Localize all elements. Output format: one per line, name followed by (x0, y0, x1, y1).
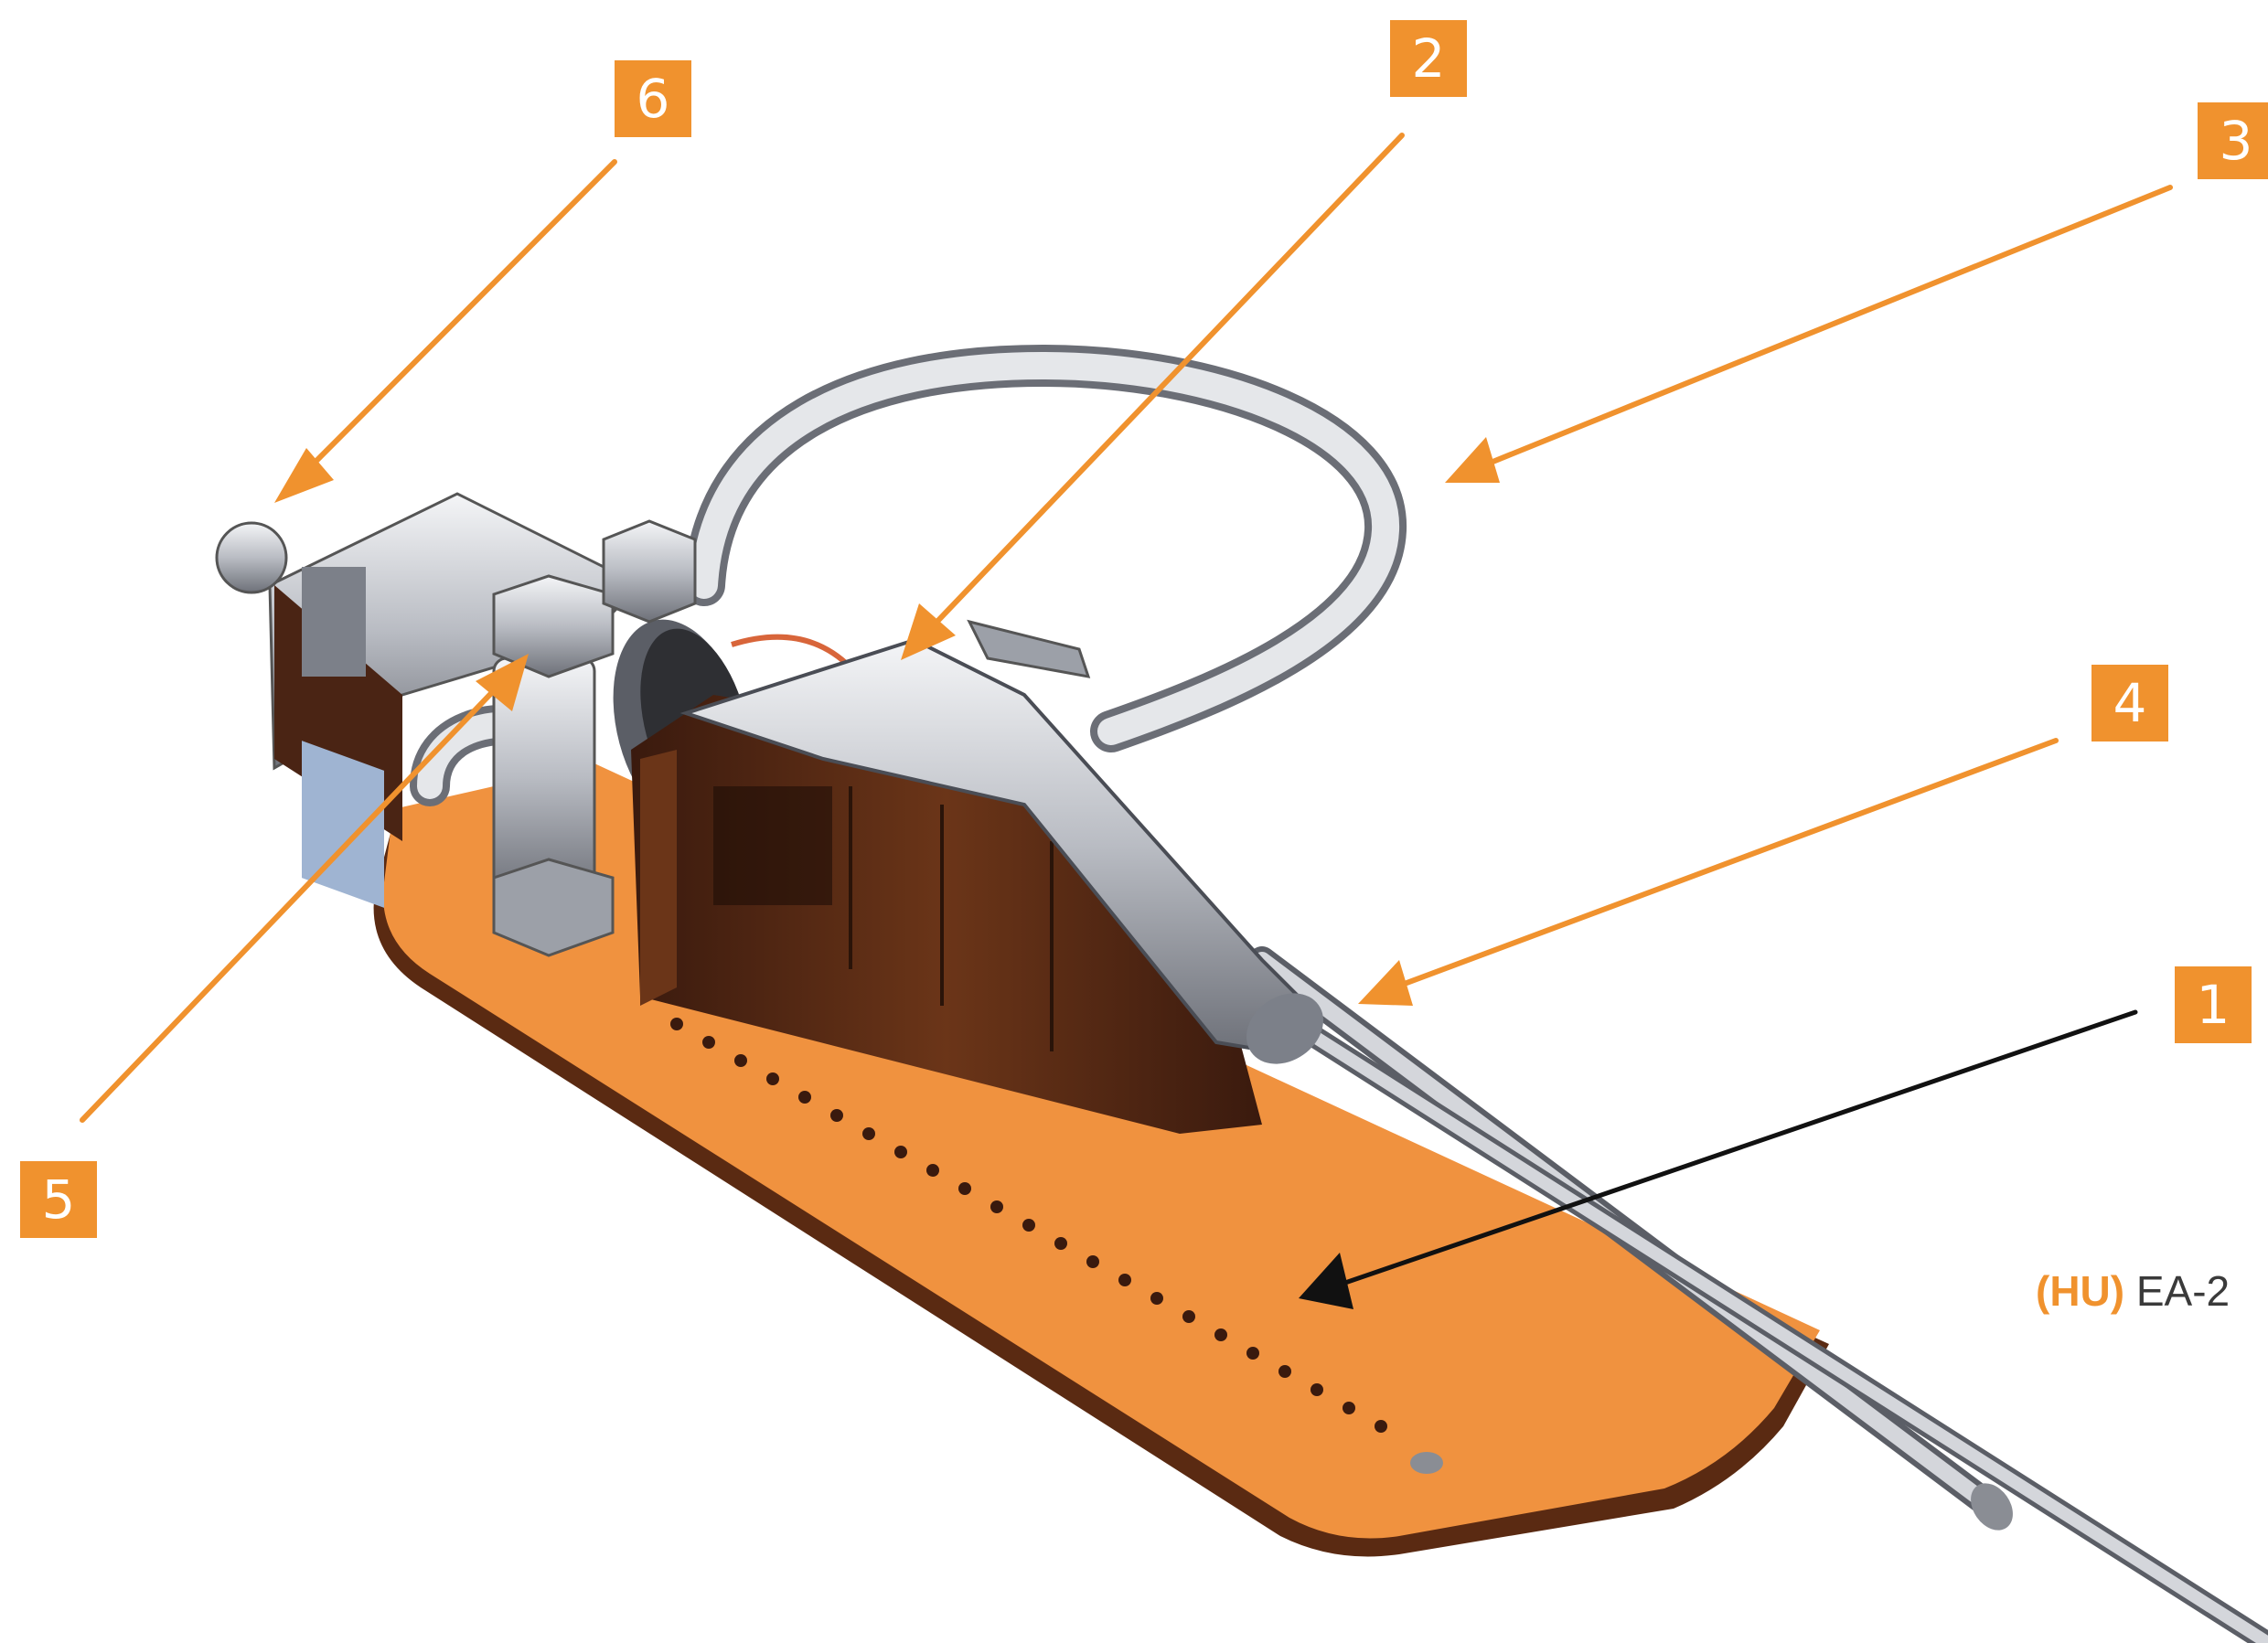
leader-lines (80, 133, 2173, 1309)
callout-6: 6 (615, 60, 691, 137)
leader-4 (1392, 738, 2059, 990)
upper-clip (602, 519, 697, 624)
caption: (HU) EA-2 (2036, 1266, 2230, 1316)
leader-1 (1337, 1009, 2138, 1287)
anchor-body (631, 695, 1262, 1134)
leader-2 (925, 133, 1405, 634)
plate-holes (670, 1018, 1443, 1474)
caption-text: EA-2 (2124, 1267, 2231, 1315)
caption-language: (HU) (2036, 1267, 2125, 1315)
callout-1: 1 (2175, 966, 2252, 1043)
callout-4: 4 (2091, 665, 2168, 741)
cables (1248, 946, 2268, 1643)
wedge-sleeve (679, 619, 1323, 1064)
callout-3: 3 (2198, 102, 2268, 179)
leader-3 (1479, 185, 2173, 469)
arrowhead-5 (476, 654, 529, 711)
wire-loop (683, 344, 1407, 752)
leader-6 (299, 159, 617, 478)
clamp-bracket (215, 492, 643, 908)
callout-5: 5 (20, 1161, 97, 1238)
arrowhead-1 (1299, 1253, 1353, 1309)
shackle (410, 574, 615, 957)
arrowhead-4 (1358, 960, 1413, 1006)
arrowhead-2 (901, 603, 956, 660)
arrowhead-3 (1445, 437, 1500, 483)
leader-5 (80, 683, 501, 1123)
callout-2: 2 (1390, 20, 1467, 97)
arrowhead-6 (274, 448, 334, 503)
